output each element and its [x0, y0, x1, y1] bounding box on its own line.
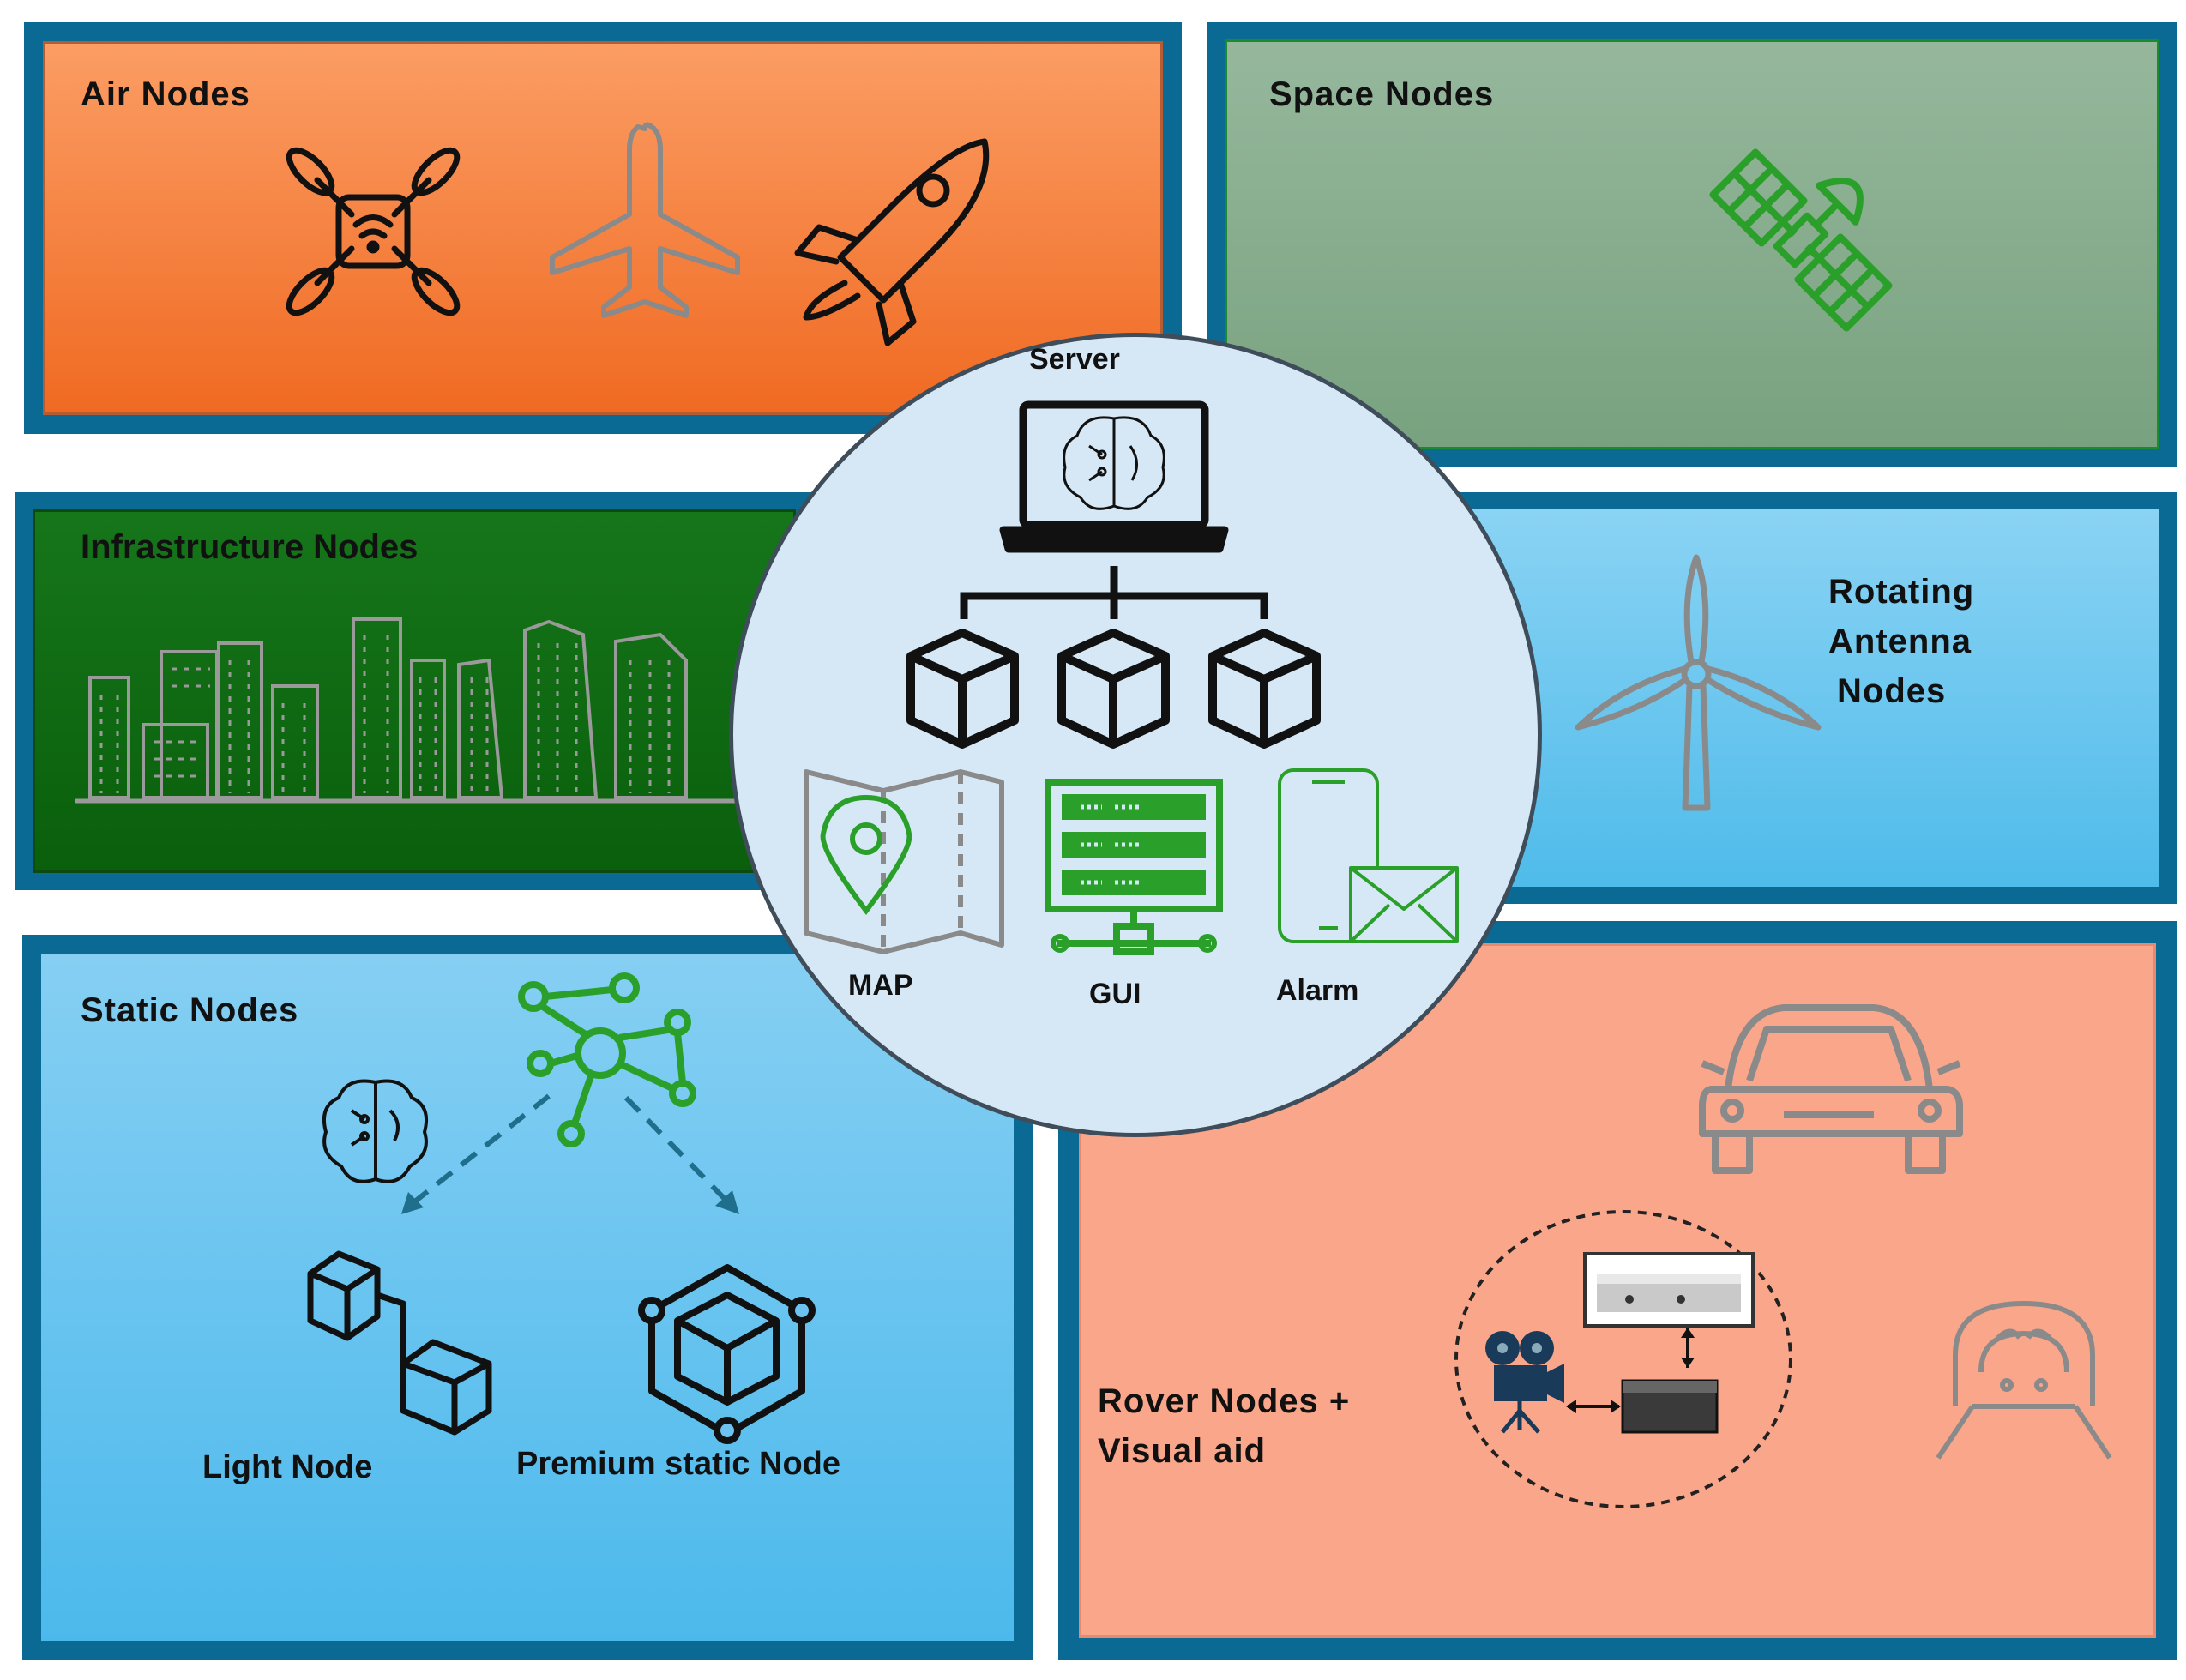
drone-icon	[286, 147, 461, 316]
air-nodes-title: Air Nodes	[81, 75, 250, 113]
rocket-icon	[794, 138, 990, 346]
car-icon	[1699, 1004, 1963, 1174]
arrowhead-left	[401, 1192, 424, 1214]
cube-icon-right	[1208, 629, 1321, 749]
brain-icon	[322, 1079, 429, 1183]
space-nodes-panel	[1207, 22, 2177, 467]
rotating-antenna-title-line1: Rotating	[1828, 573, 1975, 611]
static-nodes-panel	[22, 935, 1033, 1660]
location-pin-icon	[820, 794, 912, 915]
gui-label: GUI	[1089, 978, 1141, 1010]
envelope-icon	[1349, 866, 1459, 943]
city-skyline-icon	[75, 617, 738, 804]
satellite-icon	[1709, 148, 1893, 332]
premium-node-label: Premium static Node	[516, 1446, 840, 1482]
brain-icon	[1063, 416, 1165, 510]
premium-node-icon	[638, 1264, 816, 1444]
gui-server-icon	[1045, 779, 1223, 955]
arrowhead-right	[715, 1190, 739, 1214]
laptop-brain-icon	[999, 400, 1229, 553]
space-nodes-title: Space Nodes	[1269, 75, 1495, 113]
alarm-phone-icon	[1278, 768, 1379, 943]
dashed-arrows	[414, 1093, 727, 1203]
alarm-label: Alarm	[1276, 974, 1359, 1007]
map-icon	[804, 769, 1004, 954]
server-title: Server	[1029, 343, 1120, 376]
cube-icon-left	[906, 629, 1019, 749]
rover-nodes-title-line1: Rover Nodes +	[1098, 1382, 1351, 1420]
hierarchy-connector	[960, 566, 1268, 619]
cube-icon-middle	[1057, 629, 1170, 749]
film-camera-icon	[1485, 1331, 1564, 1434]
rotating-antenna-title-line3: Nodes	[1837, 672, 1947, 710]
wind-turbine-icon	[1575, 554, 1822, 811]
space-nodes-fill	[1225, 39, 2159, 449]
infrastructure-nodes-title: Infrastructure Nodes	[81, 528, 419, 566]
static-nodes-title: Static Nodes	[81, 991, 299, 1029]
visual-aid-group	[1454, 1210, 1792, 1508]
network-icon	[518, 972, 696, 1147]
light-node-icon	[307, 1250, 492, 1436]
airplane-icon	[550, 122, 740, 318]
map-label: MAP	[848, 969, 913, 1002]
train-icon	[1936, 1301, 2112, 1460]
rover-nodes-title-line2: Visual aid	[1098, 1432, 1267, 1470]
light-node-label: Light Node	[202, 1449, 373, 1485]
rotating-antenna-title-line2: Antenna	[1828, 623, 1972, 660]
static-nodes-fill	[41, 954, 1014, 1641]
